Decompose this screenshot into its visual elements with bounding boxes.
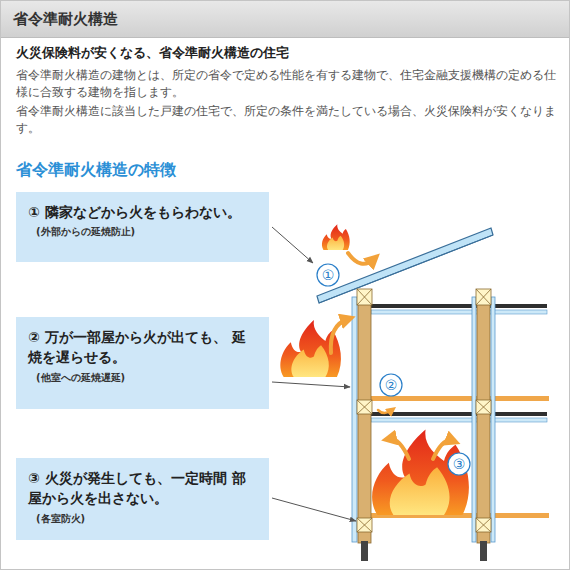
feature-heading: ① 隣家などから火をもらわない。 (28, 202, 257, 222)
leader-lines (272, 227, 356, 521)
floor-beams-part (371, 304, 547, 308)
feature-note: (他室への延焼遅延) (28, 370, 257, 385)
feature-heading: ② 万が一部屋から火が出ても、 延焼を遅らせる。 (28, 327, 257, 368)
page-title: 省令準耐火構造 (1, 1, 570, 37)
callout-circles (317, 264, 470, 475)
right-wall-part (477, 291, 490, 543)
feature-note: (外部からの延焼防止) (28, 224, 257, 239)
beam-joints-part (476, 400, 491, 414)
section-heading: 省令準耐火構造の特徴 (16, 159, 416, 181)
floor-beams (371, 304, 549, 518)
beam-joints-part (476, 518, 491, 532)
flame-small (322, 224, 350, 250)
feature-heading: ③ 火災が発生しても、一定時間 部屋から火を出さない。 (28, 468, 257, 509)
beam-joints-part (357, 400, 372, 414)
floor-beams-part (371, 412, 547, 416)
fire-arrows-part (389, 439, 409, 459)
feature-box: ③ 火災が発生しても、一定時間 部屋から火を出さない。 (各室防火) (16, 458, 269, 540)
fire-arrows (331, 253, 453, 459)
floor-beams-part (371, 310, 547, 314)
beam-joints-part (476, 518, 491, 532)
beam-joints (357, 289, 491, 532)
beam-joints-part (476, 289, 491, 305)
right-wall-part (472, 297, 476, 542)
callout-circles-part (448, 453, 470, 475)
right-wall-part (480, 541, 487, 561)
fire-arrows-part (433, 440, 453, 459)
callout-circles-part (317, 264, 339, 286)
leader-lines-part (272, 498, 356, 521)
callout-circles-part (380, 374, 402, 396)
beam-joints-part (357, 518, 372, 532)
callout-number: ② (380, 378, 402, 392)
floor-beams-part (371, 418, 547, 422)
intro-text: 省令準耐火構造に該当した戸建の住宅で、所定の条件を満たしている場合、火災保険料が… (16, 103, 561, 138)
leader-lines-part (272, 382, 350, 387)
left-wall-part (352, 297, 357, 542)
right-wall (472, 291, 495, 561)
header-bar: 省令準耐火構造 (1, 1, 570, 38)
callout-number: ③ (448, 457, 470, 471)
callout-number: ① (317, 268, 339, 282)
intro-heading: 火災保険料が安くなる、省令準耐火構造の住宅 (16, 44, 556, 62)
beam-joints-part (476, 289, 491, 305)
beam-joints-part (357, 289, 372, 305)
fire-arrows-part (378, 410, 392, 413)
leader-lines-part (272, 227, 313, 263)
beam-joints-part (357, 400, 372, 414)
left-wall-part (361, 541, 368, 561)
beam-joints-part (357, 289, 372, 305)
beam-joints-part (476, 400, 491, 414)
feature-box: ② 万が一部屋から火が出ても、 延焼を遅らせる。 (他室への延焼遅延) (16, 317, 269, 409)
feature-box: ① 隣家などから火をもらわない。 (外部からの延焼防止) (16, 192, 269, 262)
fire-arrows-part (331, 319, 348, 353)
fire-arrows-part (348, 253, 374, 264)
beam-joints-part (357, 518, 372, 532)
feature-note: (各室防火) (28, 511, 257, 526)
intro-text: 省令準耐火構造の建物とは、所定の省令で定める性能を有する建物で、住宅金融支援機構… (16, 67, 561, 102)
right-wall-part (491, 297, 495, 542)
left-wall-part (358, 291, 371, 543)
floor-beams-part (371, 396, 549, 401)
